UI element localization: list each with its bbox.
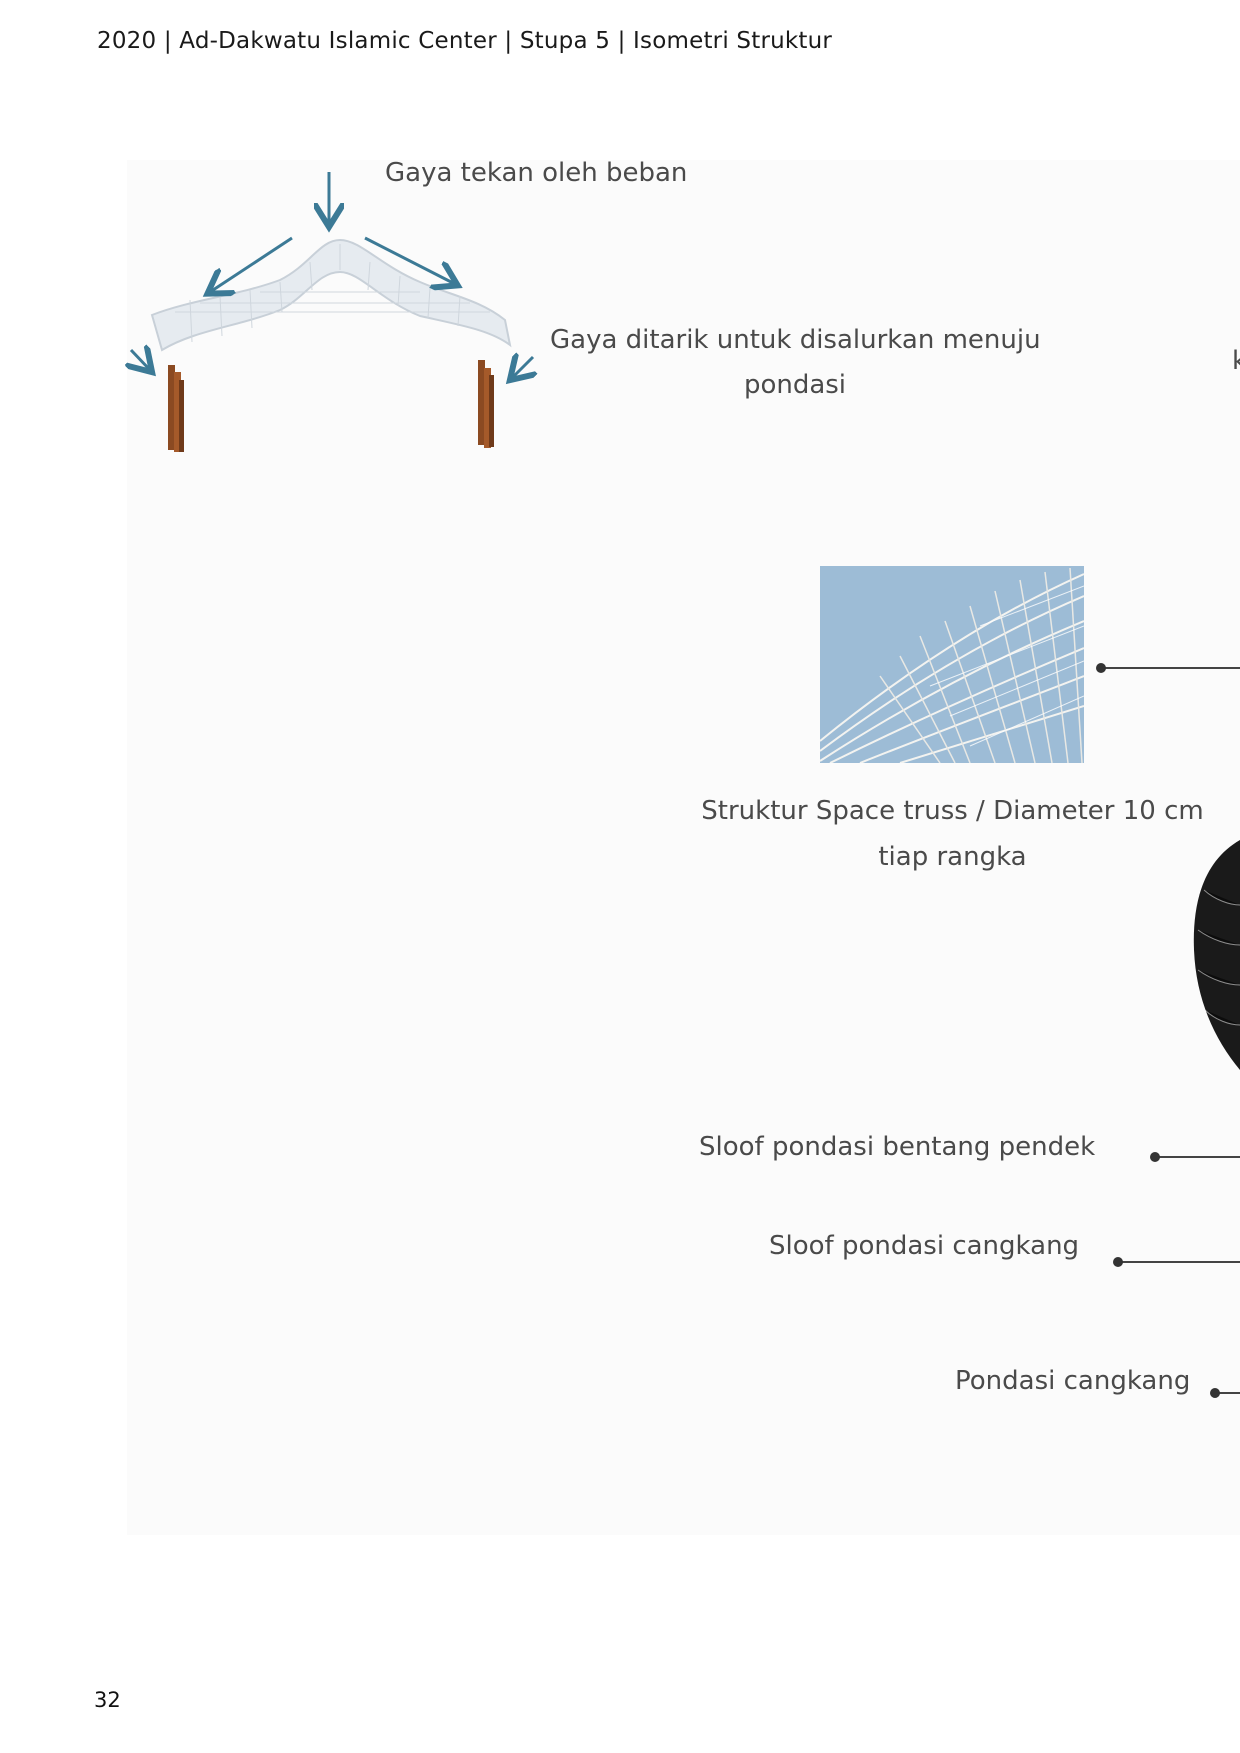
force-side-label-line1: Gaya ditarik untuk disalurkan menuju — [550, 325, 1041, 355]
sloof-short-dot — [1150, 1152, 1160, 1162]
sloof-short-leader — [1155, 1156, 1240, 1158]
arrow-left-diag — [210, 236, 293, 292]
truss-leader-line — [1101, 667, 1240, 669]
force-side-label-line2: pondasi — [743, 370, 847, 400]
page-number: 32 — [94, 1688, 121, 1712]
cut-off-text: k — [1232, 346, 1240, 376]
left-columns — [168, 365, 184, 452]
force-arrows — [131, 172, 533, 378]
legend-shell-foundation: Pondasi cangkang — [955, 1366, 1191, 1396]
shell-foundation-dot — [1210, 1388, 1220, 1398]
drawing-panel — [127, 160, 1240, 1535]
sloof-shell-leader — [1118, 1261, 1240, 1263]
truss-leader-dot — [1096, 663, 1106, 673]
sloof-shell-dot — [1113, 1257, 1123, 1267]
truss-caption: Struktur Space truss / Diameter 10 cm ti… — [690, 788, 1215, 880]
right-columns — [478, 360, 494, 448]
truss-caption-line2: tiap rangka — [878, 842, 1027, 872]
force-side-label: Gaya ditarik untuk disalurkan menuju pon… — [550, 318, 1041, 408]
arrow-right-corner — [512, 357, 533, 378]
shell-foundation-leader — [1215, 1392, 1240, 1394]
legend-sloof-shell: Sloof pondasi cangkang — [769, 1231, 1080, 1261]
truss-caption-line1: Struktur Space truss / Diameter 10 cm — [701, 796, 1204, 826]
legend-sloof-short: Sloof pondasi bentang pendek — [699, 1132, 1096, 1162]
space-truss-photo — [820, 566, 1084, 763]
force-top-label: Gaya tekan oleh beban — [385, 158, 688, 188]
arrow-right-diag — [364, 236, 455, 284]
shell-roof — [150, 238, 512, 352]
arrow-left-corner — [131, 350, 150, 370]
page-header: 2020 | Ad-Dakwatu Islamic Center | Stupa… — [97, 28, 833, 54]
